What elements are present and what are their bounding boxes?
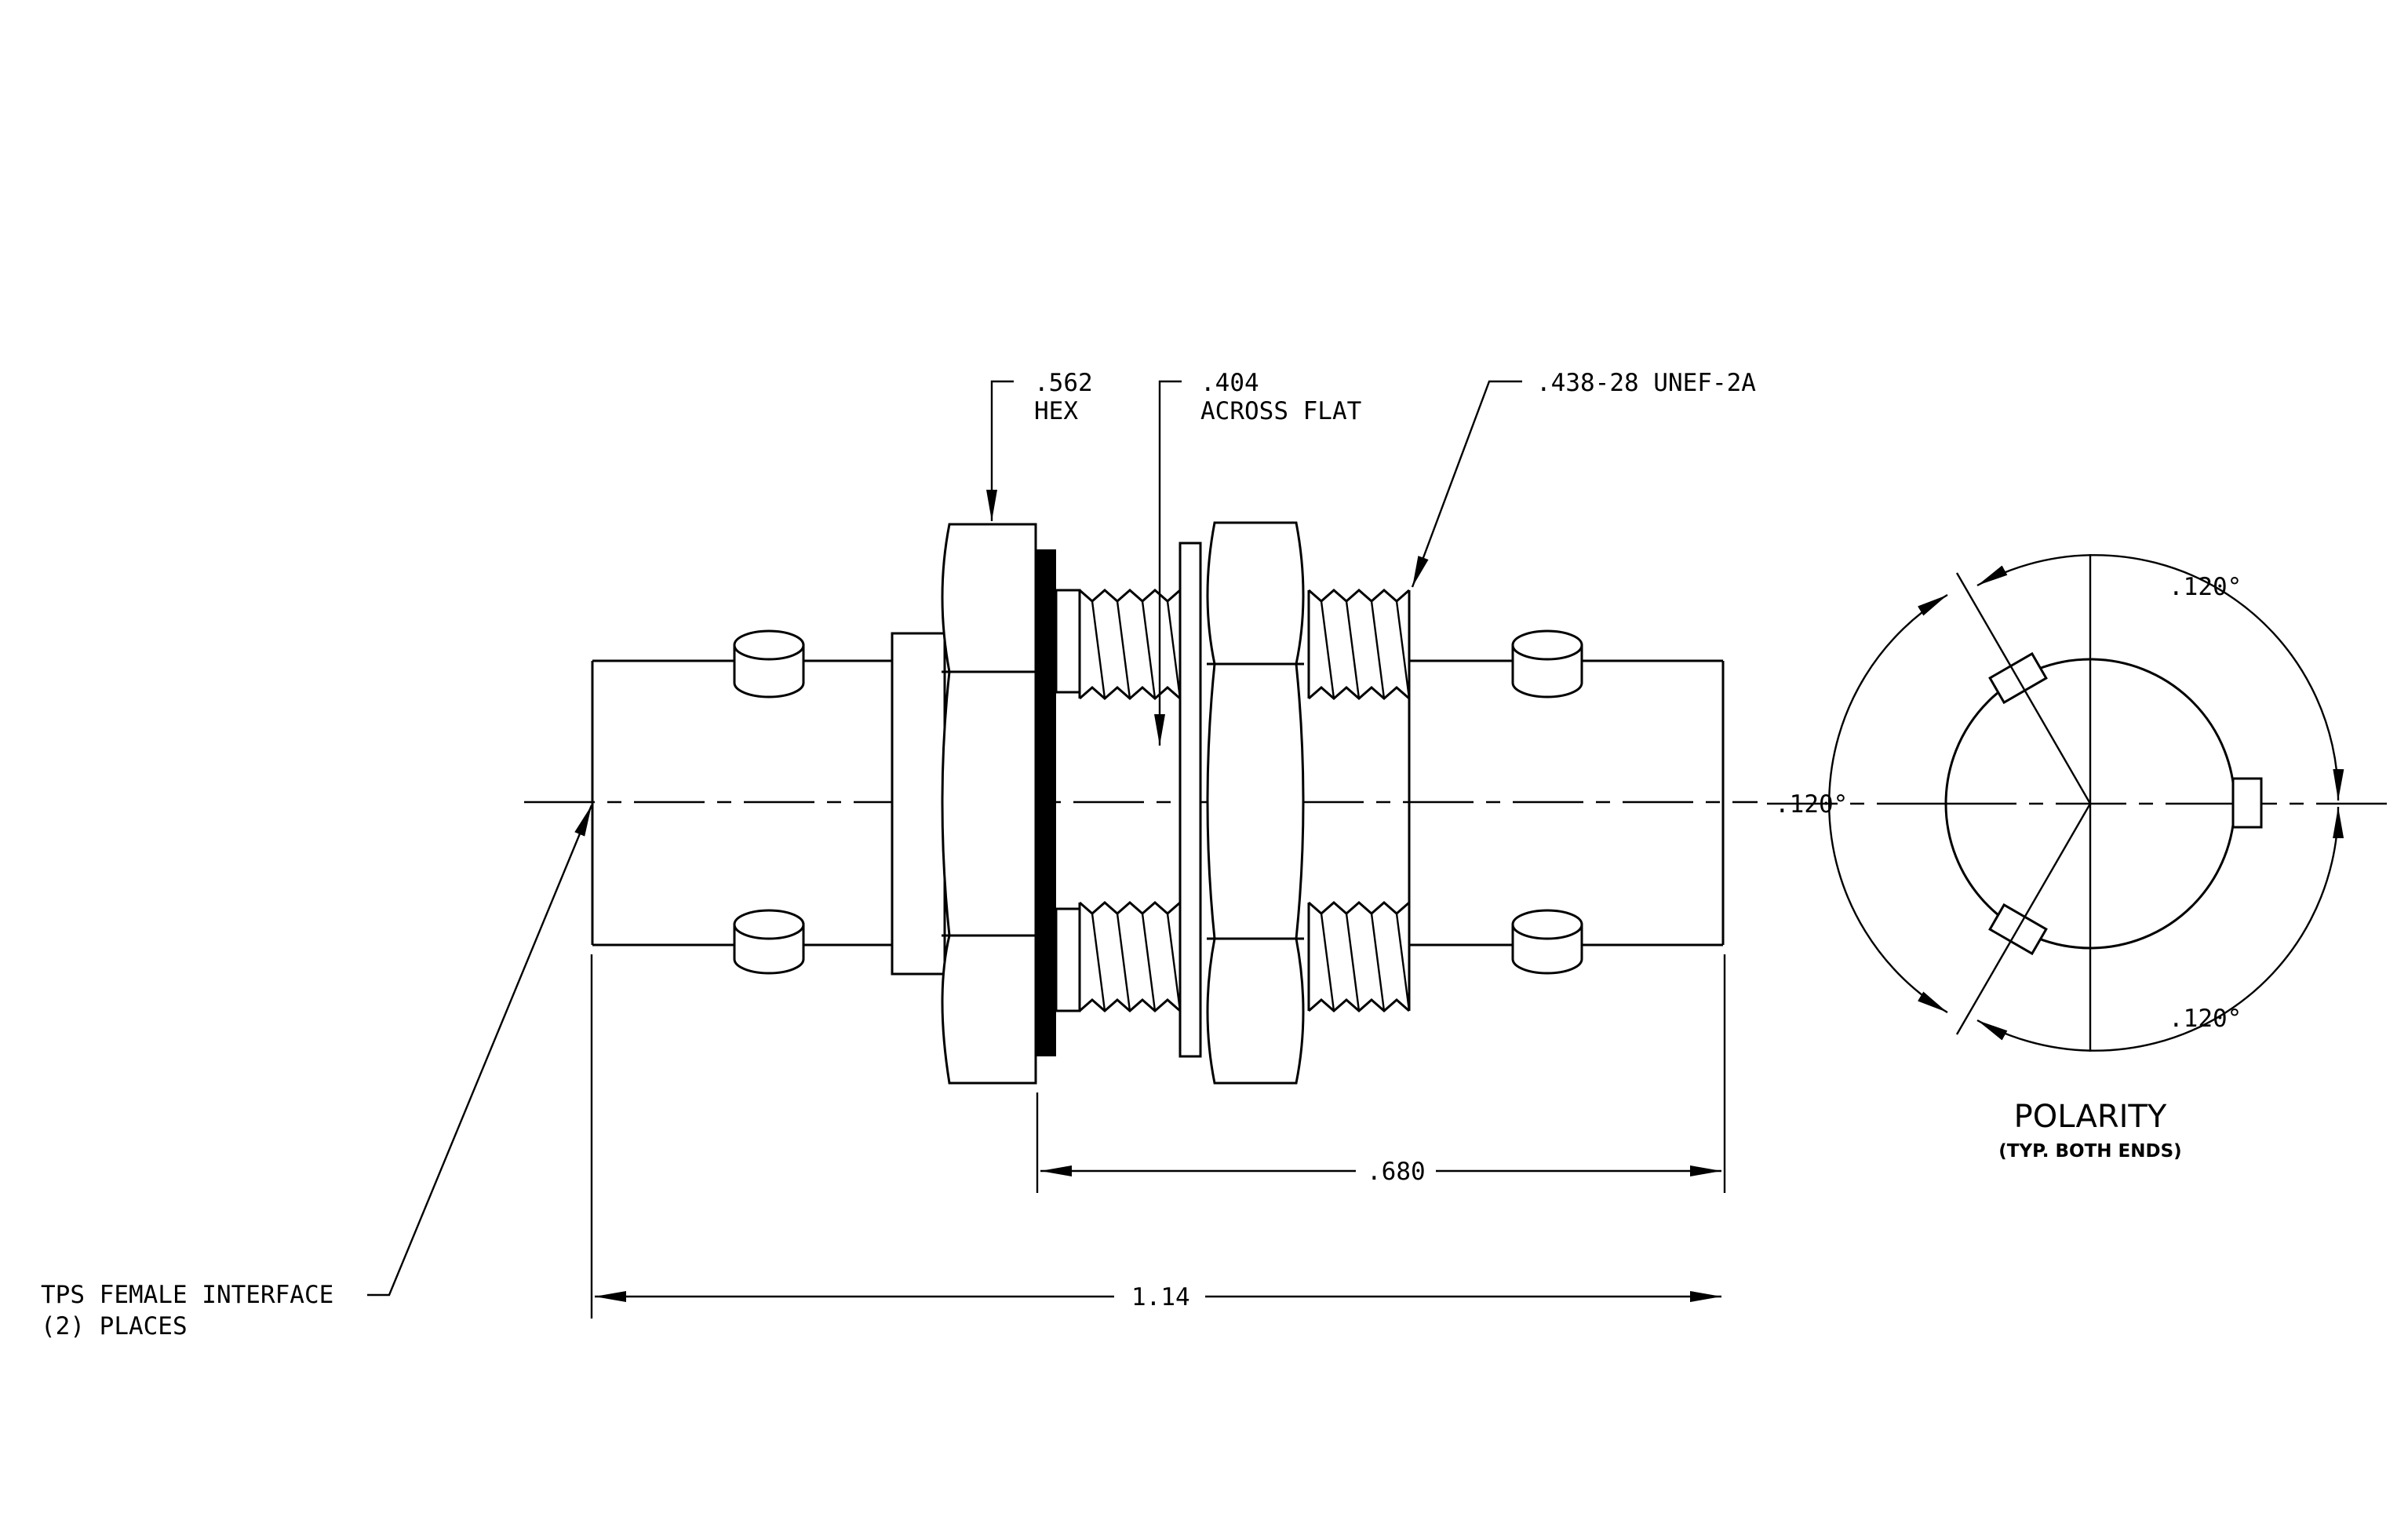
thread-spec: .438-28 UNEF-2A [1536, 369, 1756, 397]
polarity-view: .120° .120° .120° POLARITY (TYP. BOTH EN… [1767, 554, 2390, 1162]
right-bayonet-pin-bottom [1511, 909, 1583, 975]
hex-label: HEX [1034, 397, 1078, 425]
polarity-key-right [2231, 777, 2263, 829]
flat-label: ACROSS FLAT [1200, 397, 1361, 425]
hex-value: .562 [1034, 369, 1093, 397]
flange [891, 632, 946, 976]
angle-bottom-label: .120° [2169, 1005, 2242, 1033]
angle-top-label: .120° [2169, 573, 2242, 601]
inner-length-label: .680 [1367, 1158, 1426, 1186]
left-hex-nut [941, 523, 1037, 1085]
flat-value: .404 [1200, 369, 1259, 397]
left-bayonet-pin-top [733, 629, 805, 698]
polarity-arc-top [1976, 554, 2344, 801]
lock-washer [1036, 549, 1056, 1056]
right-bayonet-pin-top [1511, 629, 1583, 698]
flat-washer [1178, 542, 1202, 1058]
angle-left-label: .120° [1775, 790, 1848, 819]
callout-thread: .438-28 UNEF-2A [1411, 369, 1756, 588]
overall-length-label: 1.14 [1131, 1283, 1190, 1311]
polarity-arc-bottom [1976, 806, 2344, 1052]
right-thread-bottom [1307, 901, 1411, 1012]
polarity-subtitle: (TYP. BOTH ENDS) [1998, 1141, 2181, 1162]
polarity-title: POLARITY [2014, 1099, 2167, 1135]
left-thread-bottom [1055, 901, 1182, 1012]
left-bayonet-pin-bottom [733, 909, 805, 975]
dimension-inner-length: .680 [1036, 954, 1726, 1193]
callout-tps-interface: TPS FEMALE INTERFACE (2) PLACES [41, 804, 593, 1340]
right-hex-nut [1206, 521, 1305, 1085]
interface-line2: (2) PLACES [41, 1312, 188, 1340]
callout-hex: .562 HEX [986, 369, 1093, 521]
left-thread-top [1055, 589, 1182, 700]
side-view [524, 521, 1758, 1085]
polarity-arc-left [1827, 593, 1948, 1014]
interface-line1: TPS FEMALE INTERFACE [41, 1281, 333, 1309]
right-thread-top [1307, 589, 1411, 700]
callout-across-flat: .404 ACROSS FLAT [1154, 369, 1361, 746]
dimension-overall-length: 1.14 [590, 954, 1721, 1319]
